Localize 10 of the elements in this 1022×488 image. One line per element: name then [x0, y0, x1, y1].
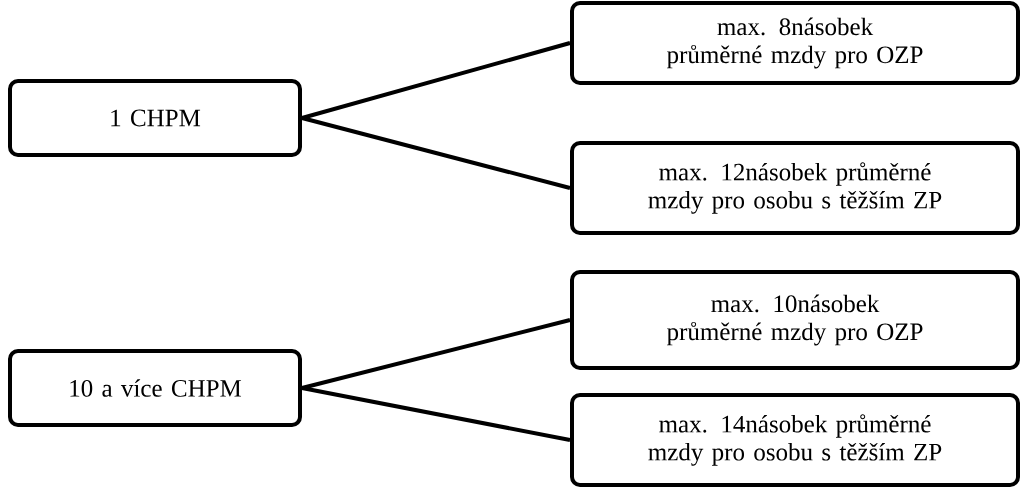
process-box: max. 10násobek průměrné mzdy pro OZP: [570, 270, 1020, 370]
connector-line: [301, 41, 571, 120]
process-box: max. 14násobek průměrné mzdy pro osobu s těžším ZP: [570, 393, 1020, 487]
connector-line: [301, 116, 571, 190]
process-box: 1 CHPM: [8, 79, 302, 157]
process-box: 10 a více CHPM: [8, 349, 302, 427]
process-box: max. 12násobek průměrné mzdy pro osobu s těžším ZP: [570, 141, 1020, 235]
process-box: max. 8násobek průměrné mzdy pro OZP: [570, 1, 1020, 85]
connector-line: [301, 318, 571, 390]
connector-line: [301, 386, 571, 442]
